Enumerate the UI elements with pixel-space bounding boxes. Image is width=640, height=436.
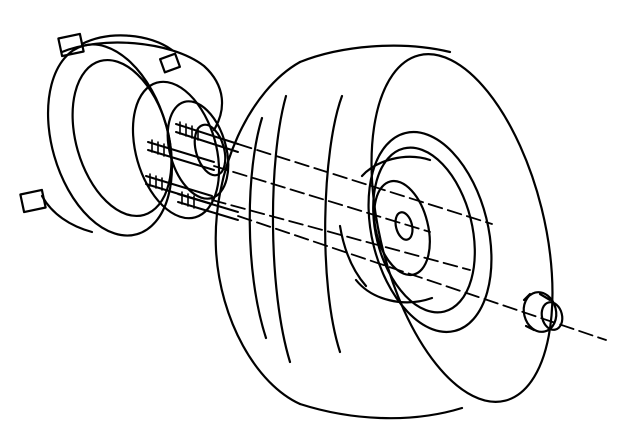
tire-tread-bottom <box>298 402 464 420</box>
sensor-connector <box>57 32 85 58</box>
dust-shield <box>60 41 224 132</box>
tire-tread-groove <box>271 94 292 364</box>
tire-back-sidewall <box>214 60 302 406</box>
hub-flange <box>131 80 221 220</box>
rim-hub-bore <box>373 179 431 277</box>
mounting-tab <box>19 188 47 214</box>
stud-threads <box>149 121 199 209</box>
wheel-stud <box>145 175 213 197</box>
stud-axis-line <box>213 165 431 233</box>
lug-nut <box>522 291 564 333</box>
rim-inner-ring <box>372 146 476 314</box>
rim-spoke-curve <box>338 224 368 288</box>
rim-spoke-curve <box>354 278 434 304</box>
stud-axis-line <box>211 199 471 271</box>
hub-cap <box>193 123 227 177</box>
lug-nut-flats <box>522 292 552 332</box>
rotor-inner <box>71 58 173 218</box>
rim-center-hole <box>394 211 414 241</box>
wheel-stud <box>147 149 215 171</box>
tire-tread-groove <box>248 116 268 340</box>
tire <box>214 44 554 420</box>
lug-nut-body <box>522 291 558 333</box>
rim-outer-ring <box>367 130 493 334</box>
alignment-lines <box>211 143 607 341</box>
mounting-ear <box>158 52 182 74</box>
hub-rotor <box>19 32 230 237</box>
tire-tread-top <box>298 44 452 64</box>
center-axis-line <box>237 215 607 341</box>
stud-thread-marks <box>149 121 199 209</box>
sensor-wire <box>80 34 174 52</box>
lug-nut-face <box>540 301 564 331</box>
rim-spoke-curve <box>360 155 432 178</box>
tire-tread-groove <box>324 94 344 354</box>
wheel-stud <box>147 141 215 163</box>
stud-axis-line <box>237 143 493 225</box>
